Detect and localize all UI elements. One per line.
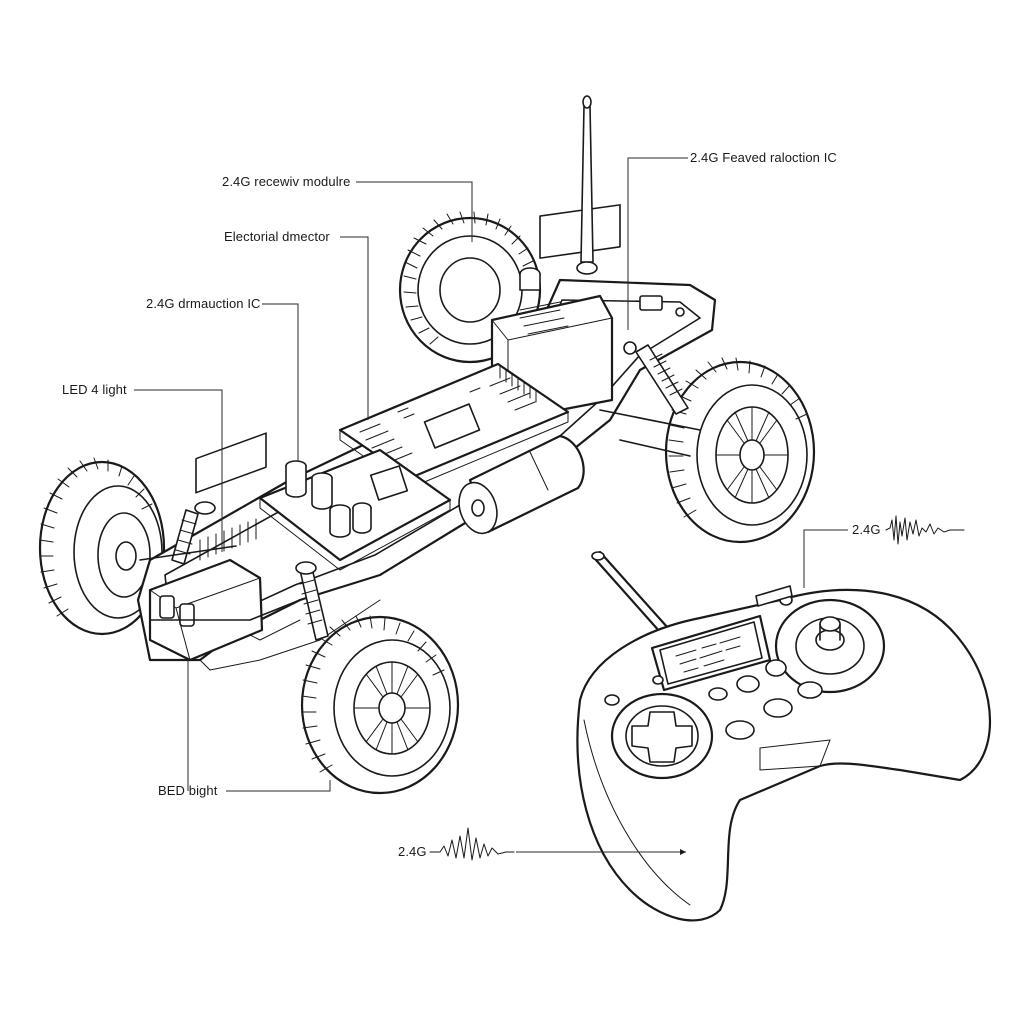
capacitor-group: [285, 460, 372, 538]
rc-car: [38, 95, 816, 795]
antenna: [576, 95, 598, 275]
leader-lines: [134, 157, 848, 855]
label-drive-ic: 2.4G drmauction IC: [146, 296, 261, 311]
wheel-front-right: [664, 357, 816, 544]
signal-wave-bottom: [429, 827, 515, 861]
joystick[interactable]: [774, 598, 886, 694]
label-receiver-module: 2.4G recewiv modulre: [222, 174, 350, 189]
button-f: [708, 687, 728, 701]
motor: [458, 434, 585, 535]
signal-wave-right: [885, 515, 965, 545]
d-pad[interactable]: [610, 692, 714, 780]
button-a: [736, 675, 760, 693]
wheel-rear-right: [38, 457, 166, 636]
wheel-front-left: [300, 615, 460, 795]
callout-labels: 2.4G recewiv modulre Electorial dmector …: [62, 150, 881, 859]
shock-front: [171, 501, 329, 641]
label-signal-bottom: 2.4G: [398, 844, 427, 859]
axle-links: [139, 409, 701, 621]
label-led-light: LED 4 light: [62, 382, 127, 397]
remote-controller: [576, 550, 992, 922]
shoulder-button: [755, 585, 793, 607]
label-bed-light: BED bight: [158, 783, 218, 798]
shock-rear: [519, 267, 689, 415]
power-board: [258, 448, 452, 571]
controller-screen: [650, 614, 772, 692]
button-e: [725, 720, 755, 740]
label-feature-ic: 2.4G Feaved raloction IC: [690, 150, 837, 165]
button-g: [604, 694, 620, 706]
controller-buttons[interactable]: [604, 585, 823, 740]
button-c: [797, 681, 823, 699]
controller-antenna: [594, 550, 670, 634]
button-b: [765, 659, 787, 677]
label-electronic-detector: Electorial dmector: [224, 229, 330, 244]
label-signal-right: 2.4G: [852, 522, 881, 537]
button-d: [763, 698, 793, 718]
receiver-module: [539, 204, 685, 355]
button-h: [652, 675, 664, 685]
